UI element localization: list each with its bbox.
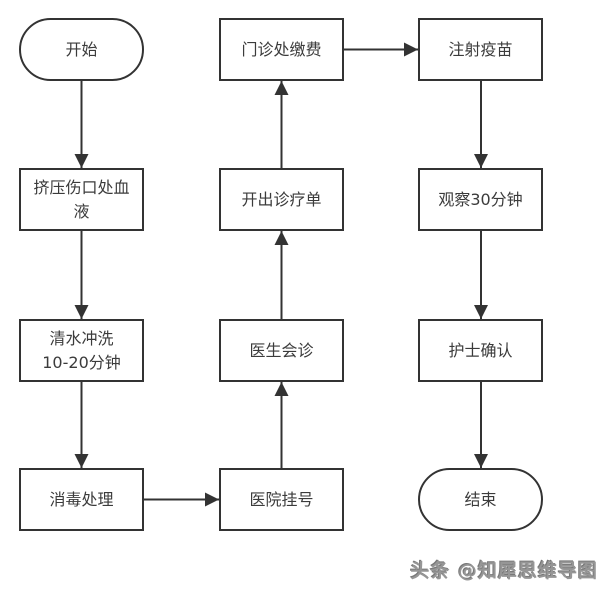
node-register: 医院挂号 <box>219 468 344 531</box>
node-observe: 观察30分钟 <box>418 168 543 231</box>
node-order: 开出诊疗单 <box>219 168 344 231</box>
node-consult: 医生会诊 <box>219 319 344 382</box>
node-end: 结束 <box>418 468 543 531</box>
node-start: 开始 <box>19 18 144 81</box>
node-pay: 门诊处缴费 <box>219 18 344 81</box>
node-inject: 注射疫苗 <box>418 18 543 81</box>
node-nurse: 护士确认 <box>418 319 543 382</box>
node-squeeze: 挤压伤口处血液 <box>19 168 144 231</box>
watermark-text: 头条 @知犀思维导图 <box>410 560 598 582</box>
node-disinfect: 消毒处理 <box>19 468 144 531</box>
node-rinse: 清水冲洗 10-20分钟 <box>19 319 144 382</box>
